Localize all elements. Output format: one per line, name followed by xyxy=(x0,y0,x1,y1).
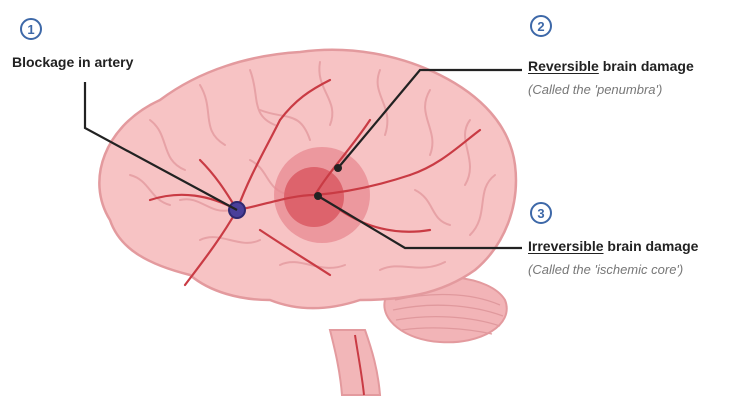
callout-3-emphasis: Irreversible xyxy=(528,238,604,254)
callout-3-rest: brain damage xyxy=(604,238,699,254)
callout-3-note: (Called the 'ischemic core') xyxy=(528,262,683,277)
callout-3-badge: 3 xyxy=(530,202,552,224)
callout-3-title: Irreversible brain damage xyxy=(528,238,698,254)
callout-2-title: Reversible brain damage xyxy=(528,58,694,74)
callout-2-emphasis: Reversible xyxy=(528,58,599,74)
callout-2-note: (Called the 'penumbra') xyxy=(528,82,662,97)
callout-2-rest: brain damage xyxy=(599,58,694,74)
callout-2-badge: 2 xyxy=(530,15,552,37)
callout-1-title: Blockage in artery xyxy=(12,54,133,70)
callout-1-badge: 1 xyxy=(20,18,42,40)
